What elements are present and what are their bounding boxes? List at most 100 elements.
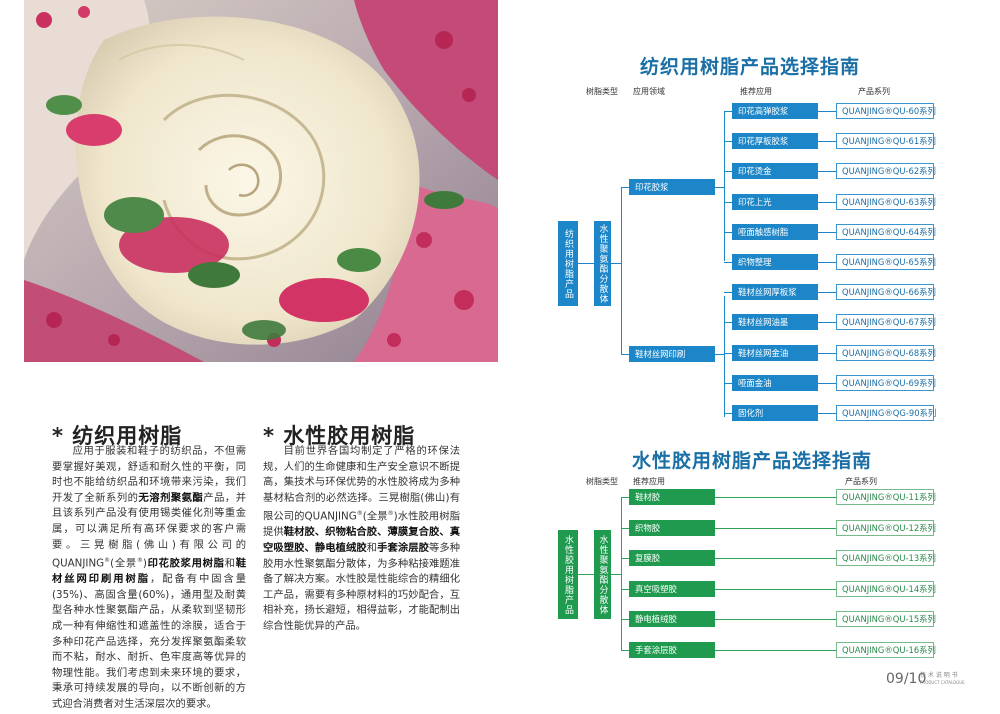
application-node: 鞋材丝网油墨 <box>732 314 818 331</box>
application-node: 印花上光 <box>732 193 818 210</box>
textile-section-title: * 纺织用树脂 <box>52 424 183 448</box>
connector <box>715 588 836 590</box>
application-node: 静电植绒胶 <box>629 611 715 628</box>
connector <box>621 497 622 651</box>
connector <box>578 263 594 264</box>
header-series: 产品系列 <box>858 87 890 96</box>
series-box: QUANJING®QU-63系列 <box>836 193 936 210</box>
field-node: 鞋材丝网印刷 <box>629 346 715 362</box>
connector <box>724 201 732 203</box>
header-application-2: 推荐应用 <box>633 477 665 486</box>
header-resin-type-2: 树脂类型 <box>586 477 618 486</box>
header-resin-type: 树脂类型 <box>586 87 618 96</box>
connector <box>724 141 732 143</box>
series-box: QUANJING®QU-15系列 <box>836 611 936 628</box>
connector <box>724 231 732 233</box>
connector <box>818 413 836 414</box>
connector <box>818 171 836 173</box>
connector <box>818 352 836 354</box>
application-node: 鞋材丝网厚板浆 <box>732 284 818 301</box>
series-box: QUANJING®QU-60系列 <box>836 103 936 119</box>
connector <box>724 292 732 294</box>
textile-guide-title: 纺织用树脂产品选择指南 <box>640 56 861 78</box>
series-box: QUANJING®QU-65系列 <box>836 254 936 270</box>
series-box: QUANJING®QU-12系列 <box>836 519 936 536</box>
connector <box>724 111 725 261</box>
series-box: QUANJING®QU-13系列 <box>836 550 936 567</box>
connector <box>724 352 732 354</box>
connector <box>724 262 732 263</box>
connector <box>715 558 836 560</box>
series-box: QUANJING®QU-64系列 <box>836 223 936 240</box>
application-node: 鞋材丝网金油 <box>732 344 818 361</box>
application-node: 复膜胶 <box>629 550 715 567</box>
connector <box>724 296 725 417</box>
header-series-2: 产品系列 <box>845 477 877 486</box>
connector <box>724 382 732 384</box>
series-box: QUANJING®QU-11系列 <box>836 489 936 505</box>
connector <box>724 322 732 324</box>
connector <box>611 574 621 575</box>
series-box: QUANJING®QU-62系列 <box>836 163 936 180</box>
connector <box>818 292 836 294</box>
connector <box>818 141 836 143</box>
connector <box>578 574 594 575</box>
application-node: 印花烫金 <box>732 163 818 180</box>
application-node: 印花高弹胶浆 <box>732 103 818 119</box>
series-box: QUANJING®QU-61系列 <box>836 133 936 150</box>
connector <box>621 187 622 354</box>
page-number: 09/10 <box>886 671 927 687</box>
header-field: 应用领域 <box>633 87 665 96</box>
fabric-photo <box>24 0 498 362</box>
textile-dispersion-box: 水性聚氨酯分散体 <box>594 221 611 306</box>
series-box: QUANJING®QG-90系列 <box>836 405 936 421</box>
connector <box>715 497 836 498</box>
connector <box>715 187 724 188</box>
waterborne-root-box: 水性胶用树脂产品 <box>558 530 578 619</box>
connector <box>818 201 836 203</box>
textile-description: 应用于服装和鞋子的纺织品，不但需要掌握好美观，舒适和耐久性的平衡，同时也不能给纺… <box>52 445 247 710</box>
application-node: 真空吸塑胶 <box>629 580 715 597</box>
field-node: 印花胶浆 <box>629 179 715 195</box>
connector <box>724 111 732 112</box>
connector <box>621 650 629 651</box>
series-box: QUANJING®QU-14系列 <box>836 580 936 597</box>
series-box: QUANJING®QU-68系列 <box>836 344 936 361</box>
connector <box>621 187 629 188</box>
waterborne-dispersion-box: 水性聚氨酯分散体 <box>594 530 611 619</box>
connector <box>621 619 629 621</box>
connector <box>818 382 836 384</box>
connector <box>715 650 836 651</box>
waterborne-description: 目前世界各国均制定了严格的环保法规，人们的生命健康和生产安全意识不断提高，集技术… <box>263 445 461 632</box>
textile-root-box: 纺织用树脂产品 <box>558 221 578 306</box>
connector <box>724 413 732 414</box>
application-node: 哑面金油 <box>732 374 818 391</box>
application-node: 手套涂层胶 <box>629 642 715 658</box>
connector <box>724 171 732 173</box>
connector <box>621 558 629 560</box>
application-node: 织物胶 <box>629 519 715 536</box>
series-box: QUANJING®QU-66系列 <box>836 284 936 301</box>
series-box: QUANJING®QU-16系列 <box>836 642 936 658</box>
connector <box>621 354 629 355</box>
header-application: 推荐应用 <box>740 87 772 96</box>
connector <box>621 497 629 498</box>
application-node: 固化剂 <box>732 405 818 421</box>
waterborne-guide-title: 水性胶用树脂产品选择指南 <box>632 450 873 472</box>
connector <box>818 231 836 233</box>
connector <box>611 263 621 264</box>
connector <box>715 619 836 621</box>
waterborne-section-title: * 水性胶用树脂 <box>263 424 416 448</box>
application-node: 鞋材胶 <box>629 489 715 505</box>
series-box: QUANJING®QU-67系列 <box>836 314 936 331</box>
connector <box>715 527 836 529</box>
application-node: 织物整理 <box>732 254 818 270</box>
connector <box>621 527 629 529</box>
connector <box>621 588 629 590</box>
connector <box>818 111 836 112</box>
application-node: 印花厚板胶浆 <box>732 133 818 150</box>
connector <box>818 322 836 324</box>
series-box: QUANJING®QU-69系列 <box>836 374 936 391</box>
connector <box>715 354 724 355</box>
